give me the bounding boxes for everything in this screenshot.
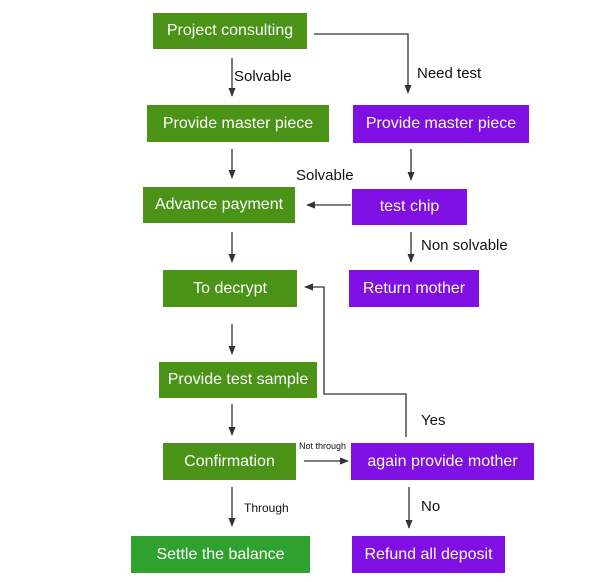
- node-provide-test-sample: Provide test sample: [159, 362, 317, 398]
- edge-label-not-through: Not through: [299, 441, 347, 451]
- edge-label-need-test: Need test: [417, 65, 482, 82]
- node-advance-payment: Advance payment: [143, 187, 295, 223]
- node-again-provide-mother: again provide mother: [351, 443, 534, 480]
- edge-label-solvable-top: Solvable: [234, 68, 292, 85]
- node-return-mother: Return mother: [349, 270, 479, 307]
- node-provide-master-piece-right: Provide master piece: [353, 105, 529, 143]
- node-test-chip: test chip: [352, 189, 467, 225]
- edge-label-yes: Yes: [421, 412, 446, 429]
- edge-label-through: Through: [244, 501, 289, 515]
- node-to-decrypt: To decrypt: [163, 270, 297, 307]
- arrow-again-to-decrypt: [304, 283, 407, 437]
- edge-label-no: No: [421, 498, 441, 515]
- node-provide-master-piece-left: Provide master piece: [147, 105, 329, 142]
- edge-label-non-solvable: Non solvable: [421, 237, 508, 254]
- node-refund-all-deposit: Refund all deposit: [352, 536, 505, 573]
- edge-label-solvable-chip: Solvable: [296, 167, 354, 184]
- node-settle-the-balance: Settle the balance: [131, 536, 310, 573]
- node-project-consulting: Project consulting: [153, 13, 307, 49]
- node-confirmation: Confirmation: [163, 443, 296, 480]
- arrow-consulting-to-master-right: [314, 33, 412, 94]
